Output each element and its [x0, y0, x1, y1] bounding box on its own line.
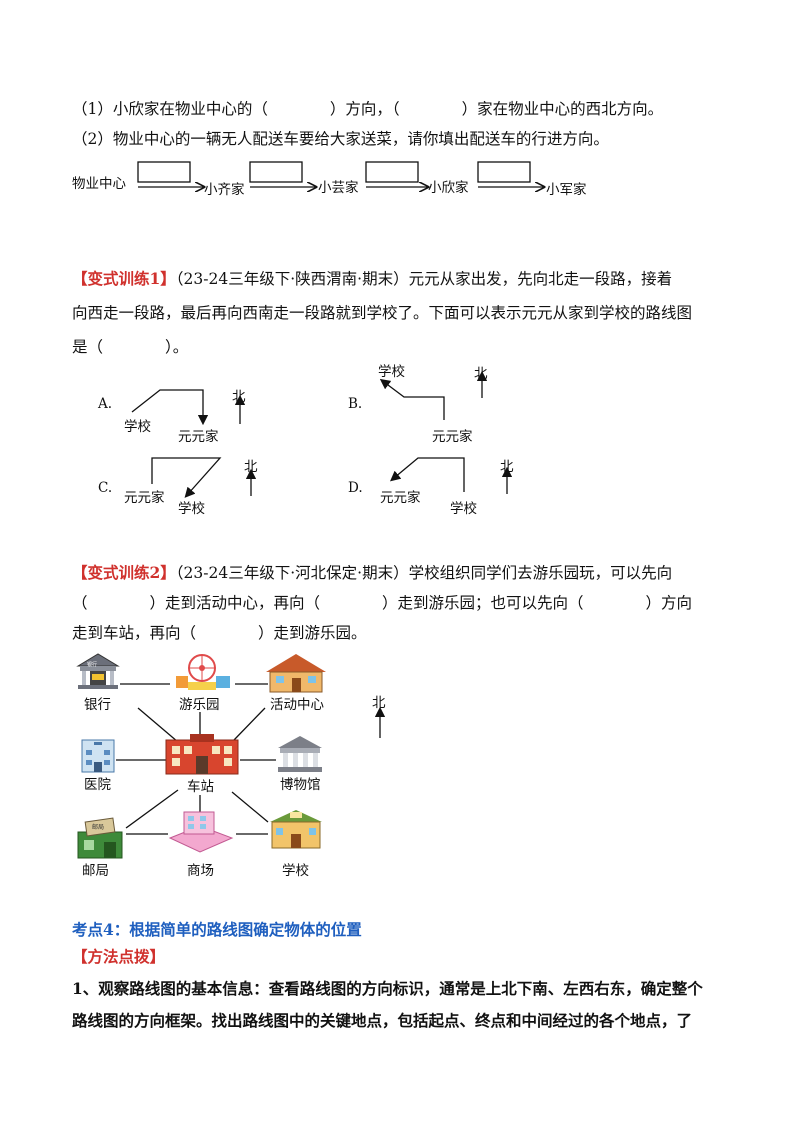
kaodian-title: 考点4：根据简单的路线图确定物体的位置	[72, 920, 362, 939]
place-amusement-park: 游乐园	[179, 697, 220, 713]
exercise-1-line1: 【变式训练1】（23-24三年级下·陕西渭南·期末）元元从家出发，先向北走一段路…	[72, 269, 673, 288]
post-office-icon	[77, 817, 123, 859]
answer-box-3	[365, 161, 419, 183]
place-school: 学校	[282, 863, 309, 879]
road-station-post	[125, 789, 179, 829]
option-c-school: 学校	[178, 501, 205, 517]
option-c-route	[151, 457, 222, 498]
road-station-school	[231, 791, 269, 823]
place-hospital: 医院	[84, 777, 111, 793]
exercise-1-line2: 向西走一段路，最后再向西南走一段路就到学校了。下面可以表示元元从家到学校的路线图	[72, 304, 693, 322]
option-b-route	[379, 378, 445, 420]
hospital-icon	[81, 739, 115, 773]
station-icon	[165, 734, 239, 775]
option-b[interactable]: B.	[348, 396, 363, 412]
option-d-route	[390, 457, 465, 492]
activity-center-icon	[266, 654, 326, 693]
place-mall: 商场	[187, 863, 214, 879]
route-label-xiaojun: 小军家	[546, 182, 587, 198]
option-d[interactable]: D.	[348, 480, 363, 496]
question-2: （2）物业中心的一辆无人配送车要给大家送菜，请你填出配送车的行进方向。	[72, 130, 609, 148]
bank-sign: 银行	[87, 662, 98, 668]
place-station: 车站	[187, 779, 214, 795]
option-a-home: 元元家	[178, 429, 219, 445]
method-line-1: 1、观察路线图的基本信息：查看路线图的方向标识，通常是上北下南、左西右东，确定整…	[72, 979, 703, 998]
exercise-2-line1: 【变式训练2】（23-24三年级下·河北保定·期末）学校组织同学们去游乐园玩，可…	[72, 563, 673, 582]
option-d-school: 学校	[450, 501, 477, 517]
answer-box-1	[137, 161, 191, 183]
option-c[interactable]: C.	[98, 480, 113, 496]
exercise-2-line2: （ ）走到活动中心，再向（ ）走到游乐园；也可以先向（ ）方向	[72, 594, 693, 612]
route-label-xiaoxin: 小欣家	[428, 180, 469, 196]
exercise-1-tag: 【变式训练1】	[72, 269, 176, 288]
route-label-xiaoyun: 小芸家	[318, 180, 359, 196]
option-b-school: 学校	[378, 364, 405, 380]
route-label-property: 物业中心	[72, 176, 126, 192]
option-c-home: 元元家	[124, 490, 165, 506]
map-north-label: 北	[372, 695, 386, 711]
place-post-office: 邮局	[82, 863, 109, 879]
option-a-route	[131, 389, 209, 426]
road-activity-station	[233, 707, 266, 741]
option-d-home: 元元家	[380, 490, 421, 506]
method-line-2: 路线图的方向框架。找出路线图中的关键地点，包括起点、终点和中间经过的各个地点，了	[72, 1011, 693, 1030]
road-bank-station	[137, 707, 179, 743]
school-icon	[270, 810, 322, 849]
answer-box-4	[477, 161, 531, 183]
museum-icon	[278, 736, 322, 772]
post-office-sign: 邮局	[92, 824, 105, 831]
question-1: （1）小欣家在物业中心的（ ）方向，（ ）家在物业中心的西北方向。	[72, 100, 664, 118]
method-heading: 【方法点拨】	[72, 947, 166, 966]
amusement-park-icon	[176, 654, 230, 690]
exercise-1-line3: 是（ ）。	[72, 338, 189, 356]
place-activity-center: 活动中心	[270, 697, 324, 713]
exercise-2-line3: 走到车站，再向（ ）走到游乐园。	[72, 624, 367, 642]
option-a[interactable]: A.	[98, 396, 113, 412]
option-b-home: 元元家	[432, 429, 473, 445]
option-a-school: 学校	[124, 419, 151, 435]
place-museum: 博物馆	[280, 777, 321, 793]
bank-icon	[76, 653, 120, 689]
place-bank: 银行	[84, 697, 111, 713]
answer-box-2	[249, 161, 303, 183]
exercise-2-tag: 【变式训练2】	[72, 563, 176, 582]
route-label-xiaoqi: 小齐家	[204, 182, 245, 198]
shopping-mall-icon	[168, 811, 234, 853]
